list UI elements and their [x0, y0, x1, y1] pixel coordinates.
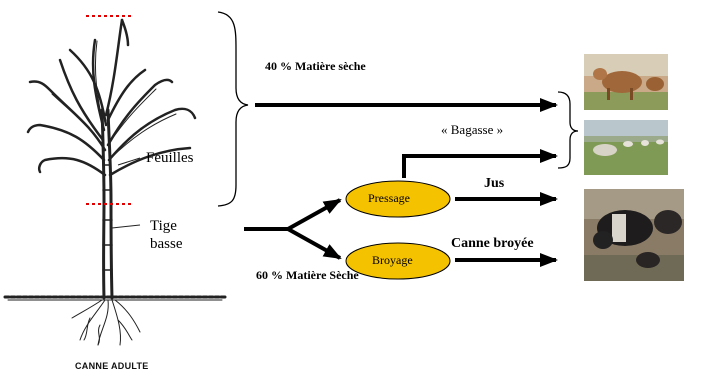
grinding-label: Broyage — [372, 253, 413, 267]
stem-label-line2: basse — [150, 236, 183, 252]
juice-label: Jus — [484, 176, 505, 191]
leaves-label: Feuilles — [146, 150, 194, 166]
to-pressing-arrow — [287, 198, 342, 231]
leaves-dry-matter-label: 40 % Matière sèche — [265, 59, 366, 73]
bagasse-label: « Bagasse » — [441, 122, 504, 137]
plant-caption: CANNE ADULTE — [75, 361, 149, 371]
stem-label-line1: Tige — [150, 218, 177, 234]
stem-pointer — [111, 224, 141, 229]
grinding-node — [345, 242, 451, 280]
pressing-node — [345, 180, 451, 218]
to-grinding-arrow — [287, 227, 342, 260]
stem-dry-matter-label: 60 % Matière Sèche — [256, 268, 359, 282]
leaves-brace — [217, 11, 249, 207]
photos-brace — [557, 91, 579, 169]
leaves-pointer — [117, 157, 141, 166]
pressing-label: Pressage — [368, 191, 410, 205]
cattle-photo — [584, 120, 668, 175]
sheep-photo — [584, 54, 668, 110]
bagasse-arrow — [402, 149, 558, 178]
sugarcane-plant-illustration — [3, 18, 227, 346]
crushed-cane-label: Canne broyée — [451, 236, 534, 251]
pigs-photo — [584, 189, 684, 281]
